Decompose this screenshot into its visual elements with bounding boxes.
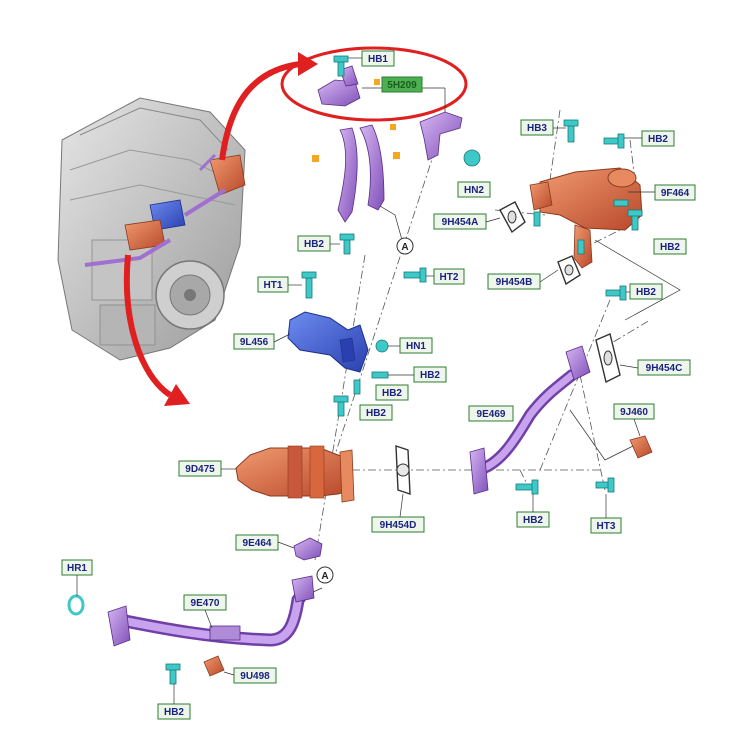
callout-ht3: HT3 — [590, 517, 622, 534]
marker-a-bottom: A — [316, 566, 334, 584]
pressure-hose-pair — [337, 124, 385, 223]
gasket-9H454B — [557, 255, 581, 286]
callout-9u498: 9U498 — [233, 667, 277, 684]
svg-text:9H454C: 9H454C — [646, 363, 683, 374]
highlight-ellipse — [280, 46, 468, 122]
callout-hn2: HN2 — [457, 181, 491, 198]
egr-tube-9E470 — [107, 575, 315, 647]
fasteners — [165, 55, 643, 685]
egr-bracket-9L456 — [287, 311, 369, 373]
callout-9f464: 9F464 — [654, 184, 696, 201]
svg-text:HT1: HT1 — [264, 280, 283, 291]
svg-text:HB2: HB2 — [523, 515, 543, 526]
svg-text:HR1: HR1 — [67, 563, 87, 574]
callout-9e464: 9E464 — [235, 534, 279, 551]
callout-hb2-b: HB2 — [297, 235, 331, 252]
red-arrow-top — [219, 52, 318, 161]
marker-a-top-text: A — [401, 242, 408, 253]
svg-text:HT2: HT2 — [440, 272, 459, 283]
svg-text:9D475: 9D475 — [185, 464, 215, 475]
callout-hb3: HB3 — [520, 119, 554, 136]
callout-hb1: HB1 — [361, 50, 395, 67]
clamp-HR1 — [67, 594, 85, 616]
engine-block-illustration — [57, 97, 246, 361]
callout-leaders — [76, 57, 655, 704]
location-markers — [312, 79, 400, 162]
svg-text:HN2: HN2 — [464, 185, 484, 196]
callout-hb2-f: HB2 — [375, 384, 409, 401]
svg-text:9J460: 9J460 — [620, 407, 648, 418]
gasket-9H454D — [395, 445, 411, 495]
svg-text:HB1: HB1 — [368, 54, 388, 65]
callout-9h454a: 9H454A — [433, 213, 487, 230]
sensor-bracket — [419, 111, 463, 161]
callout-hb2-e: HB2 — [413, 366, 447, 383]
svg-text:HB2: HB2 — [420, 370, 440, 381]
svg-text:9L456: 9L456 — [240, 337, 269, 348]
egr-cooler-9F464 — [529, 167, 643, 269]
callout-9h454c: 9H454C — [637, 359, 691, 376]
callout-hb2-g: HB2 — [516, 511, 550, 528]
callout-hr1: HR1 — [61, 559, 93, 576]
callout-9h454b: 9H454B — [487, 273, 541, 290]
gasket-9H454C — [595, 333, 621, 384]
svg-text:HN1: HN1 — [406, 341, 426, 352]
svg-text:HB3: HB3 — [527, 123, 547, 134]
svg-text:HB2: HB2 — [382, 388, 402, 399]
gasket-9H454A — [499, 201, 526, 234]
svg-text:9E464: 9E464 — [243, 538, 272, 549]
pressure-sensor-5H209 — [317, 65, 361, 107]
svg-text:HB2: HB2 — [366, 408, 386, 419]
svg-text:HT3: HT3 — [597, 521, 616, 532]
sensor-9U498 — [203, 655, 225, 677]
red-arrow-bottom — [123, 254, 190, 406]
egr-tube-9E469 — [469, 345, 591, 495]
leader-lines — [294, 87, 681, 601]
callout-hb2-h: HB2 — [157, 703, 191, 720]
callout-9e469: 9E469 — [468, 405, 514, 422]
callout-ht1: HT1 — [257, 276, 289, 293]
callout-5h209: 5H209 — [381, 76, 423, 93]
marker-a-bottom-text: A — [321, 571, 328, 582]
callout-labels: HB1 5H209 HB3 HB2 9F464 HN2 9H454A — [61, 50, 696, 720]
svg-text:HB2: HB2 — [304, 239, 324, 250]
svg-text:HB2: HB2 — [660, 242, 680, 253]
svg-text:9U498: 9U498 — [240, 671, 270, 682]
bracket-9E464 — [293, 537, 323, 561]
svg-text:9H454A: 9H454A — [442, 217, 479, 228]
callout-9e470: 9E470 — [183, 594, 227, 611]
callout-hb2-d: HB2 — [629, 283, 663, 300]
callout-9l456: 9L456 — [233, 333, 275, 350]
callout-9d475: 9D475 — [178, 460, 222, 477]
temperature-sensor-9J460 — [629, 435, 653, 459]
svg-text:9F464: 9F464 — [661, 188, 690, 199]
callout-9j460: 9J460 — [613, 403, 655, 420]
svg-text:9E470: 9E470 — [191, 598, 220, 609]
egr-valve-9D475 — [235, 445, 355, 503]
callout-hb2-a: HB2 — [641, 130, 675, 147]
callout-hn1: HN1 — [399, 337, 433, 354]
callout-hb2-f2: HB2 — [359, 404, 393, 421]
svg-text:9E469: 9E469 — [477, 409, 506, 420]
marker-a-top: A — [396, 237, 414, 255]
svg-text:5H209: 5H209 — [387, 80, 417, 91]
callout-hb2-c: HB2 — [653, 238, 687, 255]
svg-text:9H454D: 9H454D — [380, 520, 417, 531]
callout-9h454d: 9H454D — [371, 516, 425, 533]
svg-text:HB2: HB2 — [648, 134, 668, 145]
svg-text:HB2: HB2 — [636, 287, 656, 298]
svg-text:HB2: HB2 — [164, 707, 184, 718]
svg-text:9H454B: 9H454B — [496, 277, 533, 288]
callout-ht2: HT2 — [433, 268, 465, 285]
